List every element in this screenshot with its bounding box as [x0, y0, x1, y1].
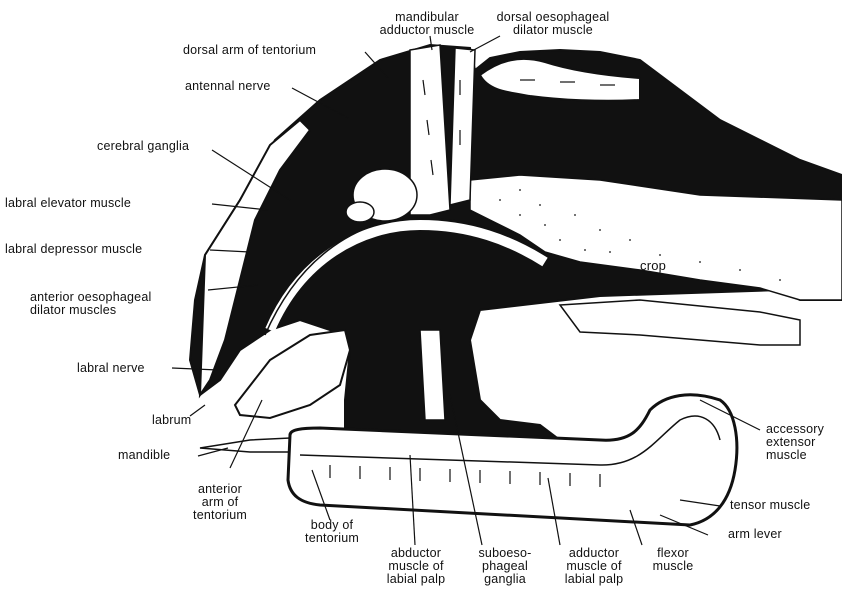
label-adductor-muscle-of-labial-palp: adductor muscle of labial palp	[548, 547, 640, 586]
label-labral-elevator-muscle: labral elevator muscle	[5, 197, 131, 210]
label-tensor-muscle: tensor muscle	[730, 499, 810, 512]
ganglia-small	[346, 202, 374, 222]
label-antennal-nerve: antennal nerve	[185, 80, 271, 93]
label-abductor-muscle-of-labial-palp: abductor muscle of labial palp	[370, 547, 462, 586]
label-accessory-extensor-muscle: accessory extensor muscle	[766, 423, 824, 462]
label-labrum: labrum	[152, 414, 191, 427]
label-labral-nerve: labral nerve	[77, 362, 145, 375]
tentorium-bar	[420, 330, 445, 420]
label-crop: crop	[640, 259, 666, 272]
label-dorsal-oesophageal-dilator-muscle: dorsal oesophageal dilator muscle	[478, 11, 628, 37]
anterior-tentorium-spike	[200, 438, 290, 452]
label-suboesophageal-ganglia: suboeso- phageal ganglia	[466, 547, 544, 586]
label-anterior-arm-of-tentorium: anterior arm of tentorium	[176, 483, 264, 522]
label-body-of-tentorium: body of tentorium	[288, 519, 376, 545]
lower-dark-pocket	[560, 300, 800, 345]
label-anterior-oesophageal-dilator-muscles: anterior oesophageal dilator muscles	[30, 291, 151, 317]
label-dorsal-arm-of-tentorium: dorsal arm of tentorium	[183, 44, 316, 57]
label-cerebral-ganglia: cerebral ganglia	[97, 140, 189, 153]
dorsal-oesophageal-band	[450, 48, 475, 205]
label-arm-lever: arm lever	[728, 528, 782, 541]
mandible-shape	[235, 330, 350, 418]
label-flexor-muscle: flexor muscle	[638, 547, 708, 573]
label-mandible: mandible	[118, 449, 170, 462]
label-labral-depressor-muscle: labral depressor muscle	[5, 243, 142, 256]
